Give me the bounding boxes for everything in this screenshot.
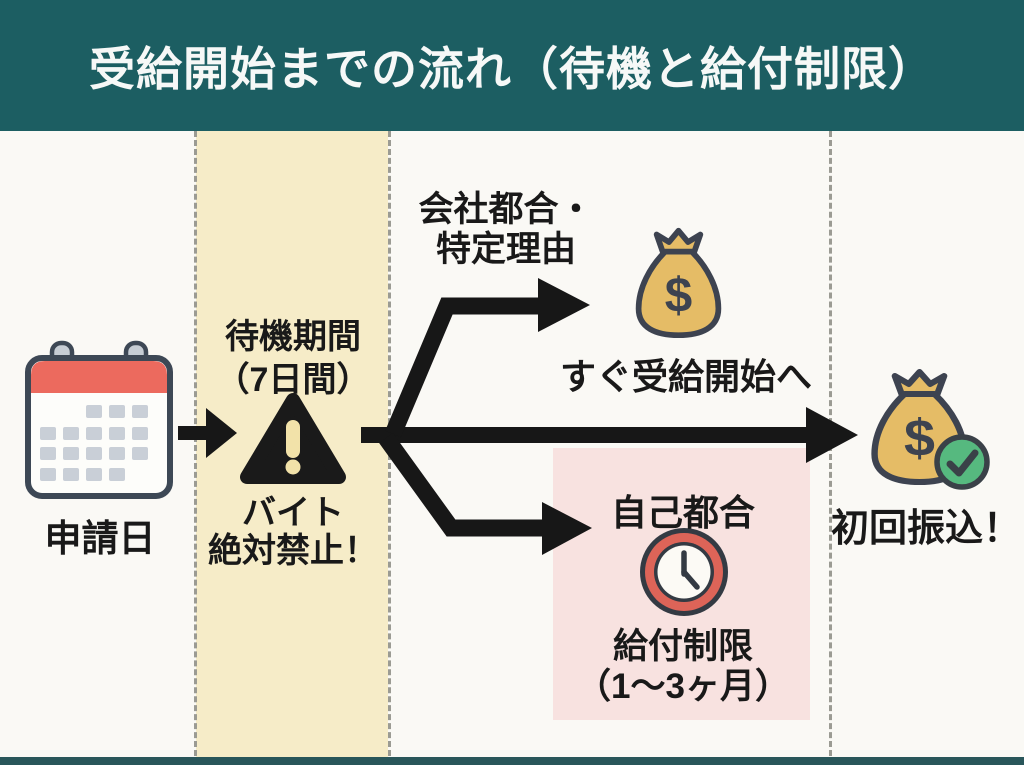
check-circle-icon [934, 434, 990, 490]
waiting-period-line2: （7日間） [215, 361, 371, 399]
restriction-line1: 給付制限 [612, 627, 753, 666]
arrow-branch-self [379, 433, 592, 555]
clock-icon [640, 528, 728, 616]
warning-line1: バイト [242, 494, 344, 532]
label-self-reason: 自己都合 [610, 492, 756, 533]
label-immediate-start: すぐ受給開始へ [559, 356, 813, 397]
title-banner: 受給開始までの流れ（待機と給付制限） [0, 0, 1024, 131]
arrow-main-to-payment [361, 407, 858, 463]
arrow-branch-company [385, 278, 590, 438]
label-benefit-restriction: 給付制限 （1〜3ヶ月） [576, 627, 790, 707]
warning-line2: 絶対禁止！ [208, 532, 378, 570]
bottom-edge-strip [0, 757, 1024, 765]
money-bag-icon: $ [635, 227, 722, 339]
label-first-payment: 初回振込！ [830, 508, 1022, 550]
restriction-line2: （1〜3ヶ月） [576, 667, 790, 706]
calendar-icon [25, 340, 173, 499]
dollar-symbol: $ [665, 268, 692, 323]
company-reason-line1: 会社都合・ [418, 190, 594, 229]
timeline-divider-left [194, 131, 197, 765]
company-reason-line2: 特定理由 [435, 230, 577, 269]
warning-triangle-icon [240, 393, 346, 484]
arrow-application-to-waiting [178, 408, 237, 458]
waiting-period-line1: 待機期間 [224, 318, 361, 356]
page-title: 受給開始までの流れ（待機と給付制限） [89, 42, 935, 95]
dollar-symbol: $ [904, 409, 935, 467]
label-company-reason: 会社都合・ 特定理由 [418, 190, 593, 270]
label-no-parttime-warning: バイト 絶対禁止！ [208, 494, 378, 570]
calendar-days-grid [40, 405, 148, 481]
label-waiting-period: 待機期間 （7日間） [216, 316, 371, 402]
label-application-date: 申請日 [44, 518, 156, 559]
